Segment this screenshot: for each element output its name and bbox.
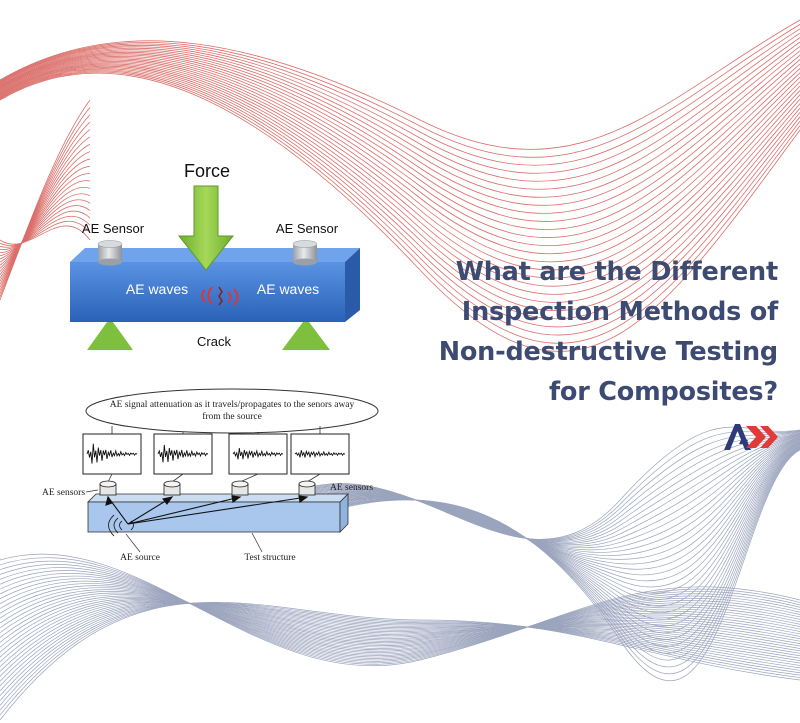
signal-waveform — [157, 444, 209, 463]
headline-line-3: Non-destructive Testing — [438, 337, 779, 367]
sensors-left-label: AE sensors — [42, 488, 85, 498]
signal-waveform — [86, 443, 138, 464]
ae-sensor — [163, 480, 181, 496]
support-right — [282, 318, 330, 350]
test-structure-front — [87, 501, 341, 533]
headline-line-4: for Composites? — [548, 377, 778, 407]
crack-label: Crack — [197, 334, 231, 349]
signal-waveform-boxes — [82, 433, 350, 475]
ae-sensor — [298, 480, 316, 496]
waves-right-label: AE waves — [257, 281, 319, 297]
attenuation-callout — [85, 388, 379, 434]
sensor-right — [292, 240, 318, 266]
signal-waveform — [232, 448, 284, 460]
logo-icon — [724, 424, 778, 450]
crack-icon — [201, 286, 239, 306]
force-label: Force — [184, 161, 230, 181]
headline: What are the Different Inspection Method… — [358, 252, 779, 412]
headline-line-1: What are the Different — [455, 257, 778, 287]
test-structure-side — [339, 493, 349, 533]
sensor-left — [97, 240, 123, 266]
source-label: AE source — [120, 553, 160, 563]
callout-line1: AE signal attenuation as it travels/prop… — [110, 400, 355, 410]
ae-sensor — [231, 480, 249, 496]
signal-waveform — [294, 449, 346, 459]
support-left — [87, 318, 133, 350]
waves-left-label: AE waves — [126, 281, 188, 297]
beam-front-face — [70, 262, 345, 322]
propagation-arrows — [105, 495, 309, 525]
beam-side-face — [345, 248, 360, 322]
structure-label: Test structure — [244, 553, 295, 563]
headline-line-2: Inspection Methods of — [461, 297, 778, 327]
callout-line2: from the source — [202, 411, 262, 422]
force-arrow-icon — [177, 185, 235, 271]
sensors-right-label: AE sensors — [330, 483, 373, 493]
ae-source-icon — [108, 514, 134, 537]
sensor-right-label: AE Sensor — [276, 221, 339, 236]
ae-sensor — [99, 480, 117, 496]
sensor-left-label: AE Sensor — [82, 221, 145, 236]
